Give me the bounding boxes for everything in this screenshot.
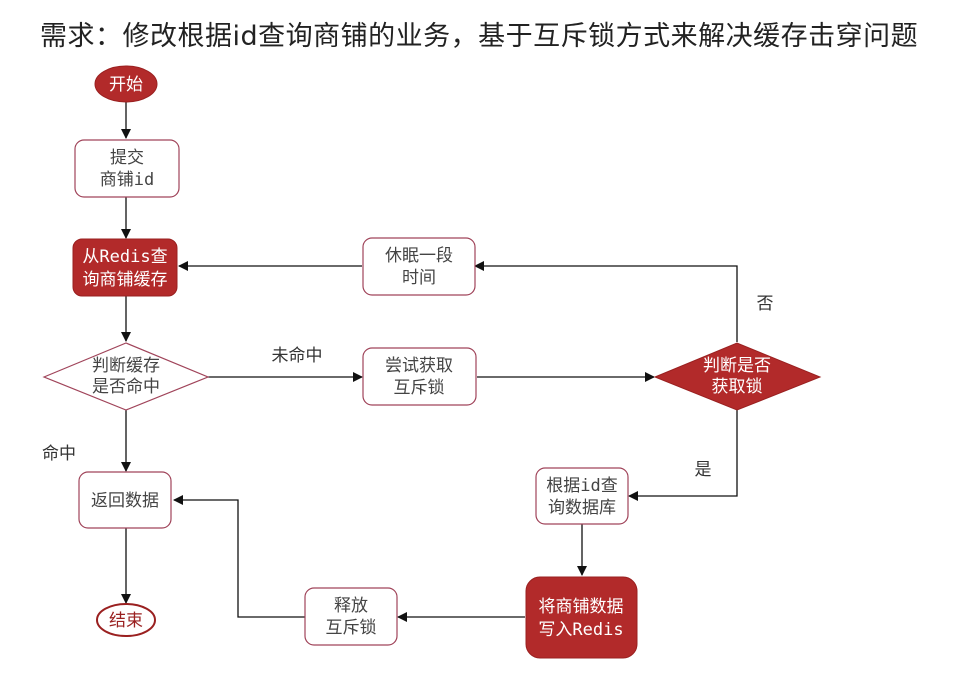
return-data-label: 返回数据	[91, 491, 159, 511]
end-node: 结束	[96, 603, 156, 637]
sleep-label-2: 时间	[402, 268, 436, 288]
return-data-node: 返回数据	[78, 471, 172, 529]
query-db-label-2: 询数据库	[548, 498, 616, 518]
sleep-label-1: 休眠一段	[385, 246, 453, 266]
end-label: 结束	[109, 611, 143, 631]
write-redis-node: 将商铺数据 写入Redis	[525, 576, 638, 659]
start-label: 开始	[109, 75, 143, 95]
edge-label-no: 否	[757, 294, 774, 314]
try-lock-label-2: 互斥锁	[394, 378, 445, 398]
edge-checklock-sleep	[474, 261, 738, 342]
query-redis-label-1: 从Redis查	[82, 247, 167, 267]
query-db-label-1: 根据id查	[546, 476, 617, 496]
submit-node: 提交 商铺id	[74, 139, 180, 198]
edge-label-miss: 未命中	[272, 346, 323, 366]
check-cache-label-2: 是否命中	[92, 377, 160, 397]
write-redis-label-1: 将商铺数据	[539, 597, 624, 617]
page-title: 需求：修改根据id查询商铺的业务，基于互斥锁方式来解决缓存击穿问题	[40, 21, 919, 52]
release-lock-label-1: 释放	[334, 596, 368, 616]
release-lock-node: 释放 互斥锁	[304, 587, 398, 646]
try-lock-node: 尝试获取 互斥锁	[362, 347, 477, 406]
start-node: 开始	[94, 65, 158, 103]
sleep-node: 休眠一段 时间	[362, 237, 476, 296]
check-lock-label-1: 判断是否	[703, 356, 771, 376]
submit-label-1: 提交	[110, 148, 144, 168]
edge-release-return	[173, 495, 305, 618]
check-lock-node: 判断是否 获取锁	[653, 342, 822, 411]
query-redis-label-2: 询商铺缓存	[83, 270, 168, 290]
check-lock-label-2: 获取锁	[712, 377, 763, 397]
query-db-node: 根据id查 询数据库	[535, 467, 629, 525]
check-cache-label-1: 判断缓存	[92, 356, 160, 376]
query-redis-node: 从Redis查 询商铺缓存	[72, 238, 178, 297]
try-lock-label-1: 尝试获取	[385, 356, 453, 376]
submit-label-2: 商铺id	[100, 170, 154, 190]
edge-checklock-querydb	[628, 410, 738, 501]
write-redis-label-2: 写入Redis	[538, 620, 623, 640]
release-lock-label-2: 互斥锁	[326, 618, 377, 638]
edge-label-yes: 是	[695, 460, 712, 480]
check-cache-node: 判断缓存 是否命中	[42, 342, 210, 411]
edge-label-hit: 命中	[42, 444, 76, 464]
